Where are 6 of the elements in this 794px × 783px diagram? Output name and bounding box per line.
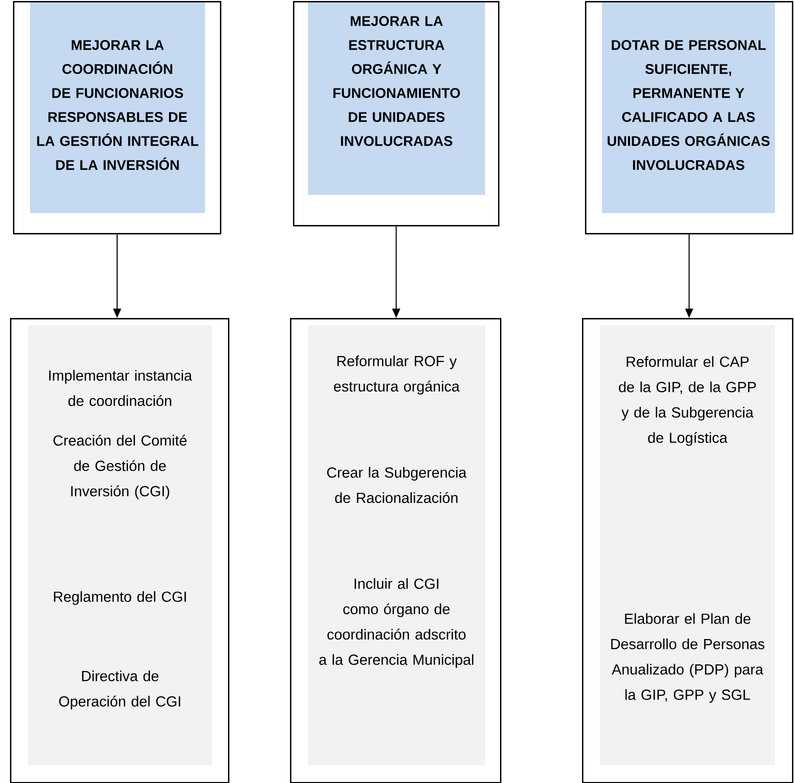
heading-box: MEJORAR LA COORDINACIÓN DE FUNCIONARIOS RESPONSABLES DE LA GESTIÓN INTEGRAL DE LA INVERSIÓN: [13, 1, 222, 234]
heading-box: DOTAR DE PERSONAL SUFICIENTE, PERMANENTE Y CALIFICADO A LAS UNIDADES ORGÁNICAS INVOLUCRADAS: [585, 1, 794, 234]
action-box: Reformular ROF y estructura orgánica Crear la Subgerencia de Racionalización Incluir al CGI como órgano de coordinación adscrito a la Gerencia Municipal: [290, 318, 502, 783]
action-box: Reformular el CAP de la GIP, de la GPP y de la Subgerencia de Logística Elaborar el Plan de Desarrollo de Personas Anualizado (PDP) para la GIP, GPP y SGL: [582, 318, 794, 783]
heading-box: MEJORAR LA ESTRUCTURA ORGÁNICA Y FUNCIONAMIENTO DE UNIDADES INVOLUCRADAS: [293, 1, 500, 226]
action-box: Implementar instancia de coordinación Creación del Comité de Gestión de Inversión (CGI) Reglamento del CGI Directiva de Operación del CGI: [10, 318, 230, 783]
